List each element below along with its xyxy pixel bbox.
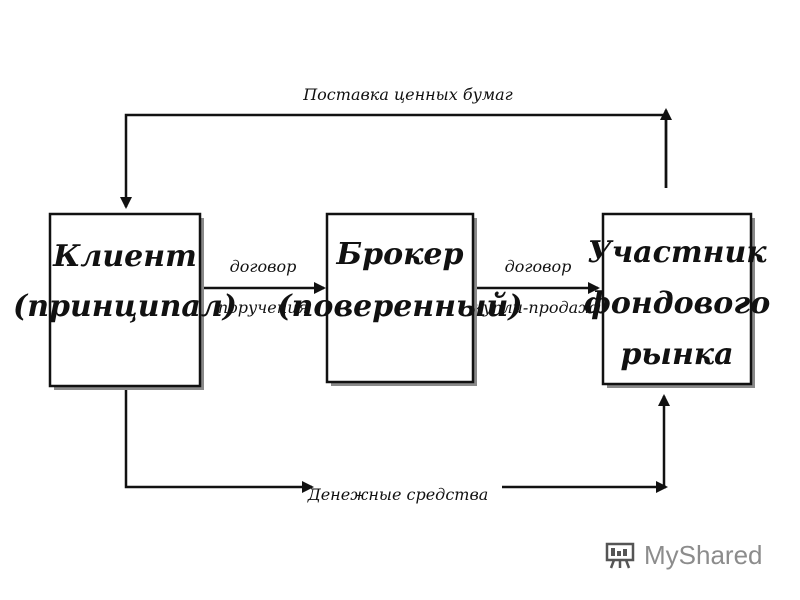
participant-box: Участник фондового рынка: [584, 212, 770, 388]
securities-supply-label: Поставка ценных бумаг: [302, 85, 513, 104]
participant-box-line-2: фондового: [584, 286, 770, 321]
participant-box-line-3: рынка: [620, 337, 733, 372]
funds-arrow-left: [124, 387, 314, 493]
client-box-line-2: (принципал): [13, 289, 237, 324]
client-box-frame: [48, 212, 202, 388]
broker-box-line-1: Брокер: [336, 237, 464, 272]
client-box: Клиент (принципал): [13, 212, 237, 390]
securities-supply-arrow: [120, 113, 668, 209]
client-box-line-1: Клиент: [52, 239, 197, 274]
agency-contract-label-2: поручения: [218, 298, 308, 317]
presentation-board-icon: [605, 542, 635, 569]
sale-contract-label-1: договор: [505, 257, 572, 276]
myshared-watermark: MyShared: [604, 540, 763, 570]
funds-label: Денежные средства: [307, 485, 489, 504]
agency-contract-label-1: договор: [230, 257, 297, 276]
watermark-text: MyShared: [644, 539, 763, 570]
broker-box-frame: [325, 212, 475, 384]
broker-box-line-2: (поверенный): [277, 289, 522, 324]
participant-box-frame: [601, 212, 753, 386]
sale-contract-label-2: купли-продажи: [473, 298, 606, 317]
funds-arrow-right: [502, 394, 670, 489]
participant-box-line-1: Участник: [587, 235, 767, 270]
broker-box: Брокер (поверенный): [277, 212, 523, 386]
